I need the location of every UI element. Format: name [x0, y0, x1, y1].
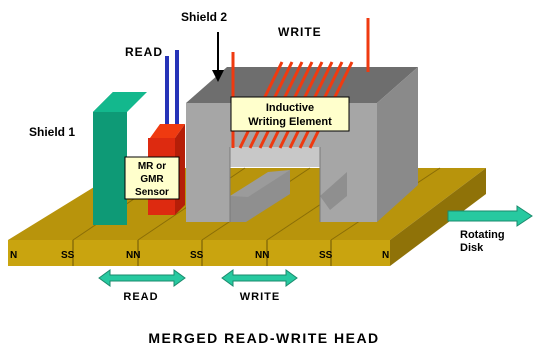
- write-bottom-label: WRITE: [240, 291, 280, 303]
- read-span-arrow: [98, 269, 186, 287]
- pointer-head: [212, 70, 224, 82]
- inductive-label-line2: Writing Element: [248, 116, 332, 128]
- shield-1-front: [93, 112, 127, 225]
- sensor-label-bg: [124, 156, 180, 200]
- pole-label: NN: [126, 250, 140, 261]
- pole-label: NN: [255, 250, 269, 261]
- shield-1: [93, 92, 147, 225]
- pole-label: SS: [190, 250, 204, 261]
- pole-label: SS: [61, 250, 75, 261]
- inductive-label-line1: Inductive: [266, 102, 314, 114]
- shield-2-right-side: [377, 67, 418, 222]
- read-top-label: READ: [125, 45, 163, 59]
- pole-label: N: [382, 250, 389, 261]
- pole-label: SS: [319, 250, 333, 261]
- sensor-label-line2: GMR: [140, 174, 164, 185]
- shield-2-label: Shield 2: [181, 10, 227, 24]
- read-lead-left: [165, 56, 169, 136]
- sensor-label-line3: Sensor: [135, 187, 169, 198]
- rotating-disk-label-line2: Disk: [460, 242, 484, 254]
- read-span-arrow-shape: [98, 269, 186, 287]
- rotation-arrow: [447, 205, 533, 227]
- diagram-title: MERGED READ-WRITE HEAD: [148, 330, 379, 346]
- sensor-top: [150, 124, 185, 138]
- rotating-disk-label-line1: Rotating: [460, 229, 505, 241]
- write-pole-tip-left: [230, 170, 290, 222]
- inductive-label-box: Inductive Writing Element: [230, 96, 350, 132]
- pole-label: N: [10, 250, 17, 261]
- read-bottom-label: READ: [123, 291, 158, 303]
- inductive-label-bg: [230, 96, 350, 132]
- disk-side-face: [390, 168, 486, 266]
- write-pole-tip-right: [320, 172, 347, 210]
- read-leads: [165, 50, 179, 136]
- shield-2-pointer: [212, 32, 224, 82]
- read-lead-right: [175, 50, 179, 130]
- write-span-arrow-shape: [221, 269, 298, 287]
- write-top-label: WRITE: [278, 25, 322, 39]
- write-pole-tip-left-top: [230, 170, 290, 197]
- sensor-label-line1: MR or: [138, 161, 166, 172]
- shield-2-gap-back: [230, 147, 320, 167]
- shield-1-top: [93, 92, 147, 112]
- write-span-arrow: [221, 269, 298, 287]
- rotation-arrow-shape: [447, 205, 533, 227]
- sensor-label-box: MR or GMR Sensor: [124, 156, 180, 200]
- shield-1-label: Shield 1: [29, 125, 75, 139]
- disk-front-face: [8, 240, 390, 266]
